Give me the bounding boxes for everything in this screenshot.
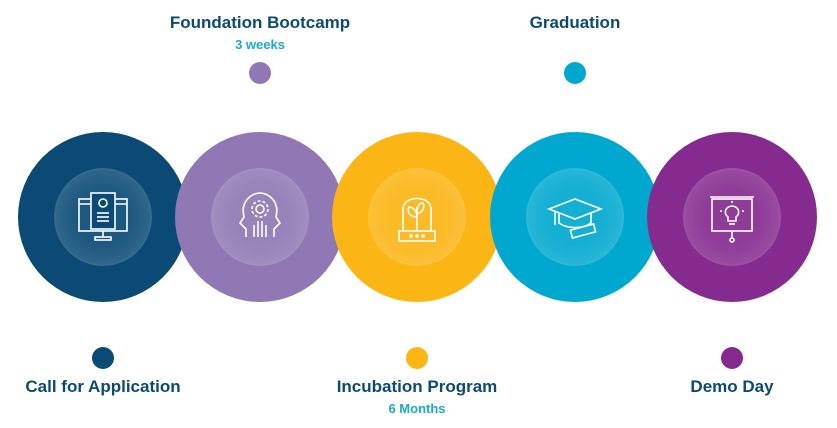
presentation-idea-icon <box>710 196 754 243</box>
stage-dot-graduation <box>564 62 586 84</box>
stage-title-call-for-application: Call for Application <box>25 377 181 396</box>
stage-dot-call-for-application <box>92 347 114 369</box>
plant-incubator-icon <box>398 197 436 242</box>
computer-resume-icon <box>78 192 128 241</box>
stage-circle-demo-day <box>647 132 817 302</box>
stage-dot-foundation-bootcamp <box>249 62 271 84</box>
stage-dot-demo-day <box>721 347 743 369</box>
head-gear-icon <box>238 192 282 237</box>
stage-title-graduation: Graduation <box>529 13 621 32</box>
stage-title-incubation-program: Incubation Program <box>336 377 498 396</box>
stage-circle-foundation-bootcamp <box>175 132 345 302</box>
stage-subtitle-foundation-bootcamp: 3 weeks <box>235 37 285 52</box>
stage-title-demo-day: Demo Day <box>690 377 774 396</box>
graduation-cap-icon <box>546 198 604 239</box>
stage-circle-call-for-application <box>18 132 188 302</box>
stage-circle-incubation-program <box>332 132 502 302</box>
stage-title-foundation-bootcamp: Foundation Bootcamp <box>169 13 351 32</box>
stage-subtitle-incubation-program: 6 Months <box>388 401 446 416</box>
stage-circle-graduation <box>490 132 660 302</box>
stage-dot-incubation-program <box>406 347 428 369</box>
